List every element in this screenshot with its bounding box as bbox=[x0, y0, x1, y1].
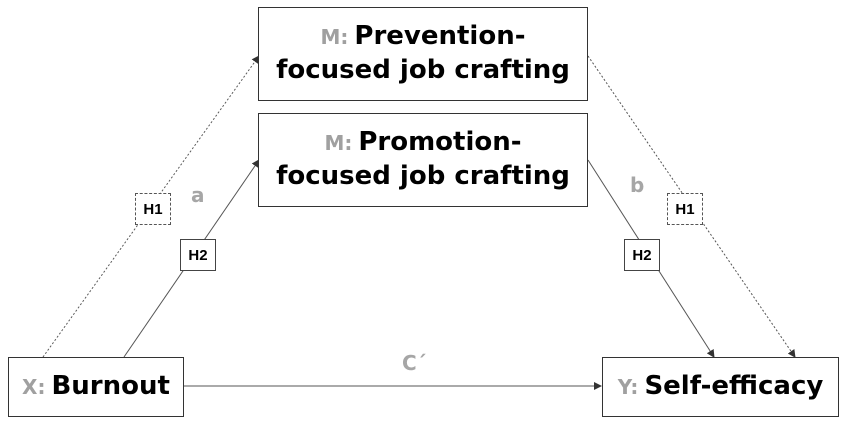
mediator-prefix: M: bbox=[324, 131, 353, 156]
mediator-title: Promotion- bbox=[358, 127, 522, 158]
path-prevention-to-y bbox=[587, 55, 796, 358]
hypothesis-h2-left: H2 bbox=[180, 239, 216, 271]
path-label-a: a bbox=[191, 183, 205, 207]
mediator-title: Prevention- bbox=[354, 21, 526, 52]
hypothesis-h1-right: H1 bbox=[667, 193, 703, 225]
mediator-promotion-box: M:Promotion- focused job crafting bbox=[258, 113, 588, 207]
outcome-self-efficacy-box: Y: Self-efficacy bbox=[602, 357, 839, 417]
predictor-burnout-box: X: Burnout bbox=[8, 357, 184, 417]
mediator-subtitle: focused job crafting bbox=[276, 161, 570, 191]
predictor-prefix: X: bbox=[22, 375, 46, 399]
hypothesis-h1-left: H1 bbox=[135, 193, 171, 225]
path-label-b: b bbox=[630, 173, 645, 197]
outcome-prefix: Y: bbox=[617, 375, 639, 399]
hypothesis-h2-right: H2 bbox=[624, 239, 660, 271]
predictor-label: Burnout bbox=[51, 371, 170, 402]
path-label-c-prime: C´ bbox=[402, 351, 427, 375]
outcome-label: Self-efficacy bbox=[644, 371, 824, 402]
mediator-prefix: M: bbox=[320, 25, 349, 50]
mediator-subtitle: focused job crafting bbox=[276, 55, 570, 85]
mediator-prevention-box: M:Prevention- focused job crafting bbox=[258, 7, 588, 101]
